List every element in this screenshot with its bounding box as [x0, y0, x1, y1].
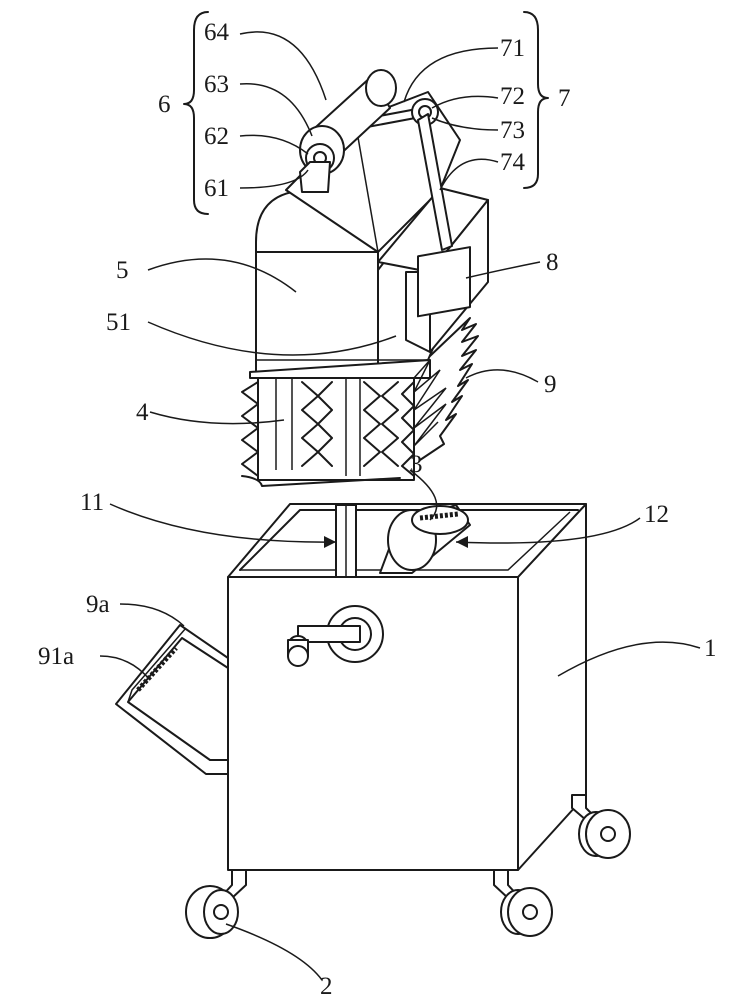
- label-64: 64: [204, 19, 230, 46]
- bellows-9: [413, 317, 479, 461]
- label-74: 74: [500, 149, 526, 176]
- brace-7: [523, 11, 549, 189]
- side-handle: [115, 624, 229, 775]
- label-62: 62: [204, 123, 229, 150]
- label-11: 11: [80, 489, 104, 516]
- brace-6: [183, 11, 209, 215]
- label-73: 73: [500, 117, 525, 144]
- saw-teeth-4: [241, 377, 415, 487]
- label-51: 51: [106, 309, 131, 336]
- label-1: 1: [704, 635, 717, 662]
- roller-3: [379, 504, 471, 574]
- label-7: 7: [558, 85, 571, 112]
- label-3: 3: [410, 451, 423, 478]
- label-63: 63: [204, 71, 229, 98]
- label-2: 2: [320, 973, 333, 1000]
- label-4: 4: [136, 399, 149, 426]
- label-5: 5: [116, 257, 129, 284]
- label-61: 61: [204, 175, 229, 202]
- caster-wheels: [185, 794, 631, 939]
- crank-handle: [287, 605, 384, 667]
- label-9: 9: [544, 371, 557, 398]
- label-91a: 91a: [38, 643, 74, 670]
- label-72: 72: [500, 83, 525, 110]
- label-9a: 9a: [86, 591, 110, 618]
- leader-lines: [99, 31, 701, 981]
- label-8: 8: [546, 249, 559, 276]
- motor-box-8: [377, 187, 489, 353]
- reference-labels: 64 63 62 61 6 71 72 73 74 7 5 51 8 9 4 3…: [38, 19, 717, 1000]
- roller-assembly-6: [299, 69, 397, 193]
- label-71: 71: [500, 35, 525, 62]
- label-12: 12: [644, 501, 669, 528]
- label-6: 6: [158, 91, 171, 118]
- main-box: [227, 503, 587, 871]
